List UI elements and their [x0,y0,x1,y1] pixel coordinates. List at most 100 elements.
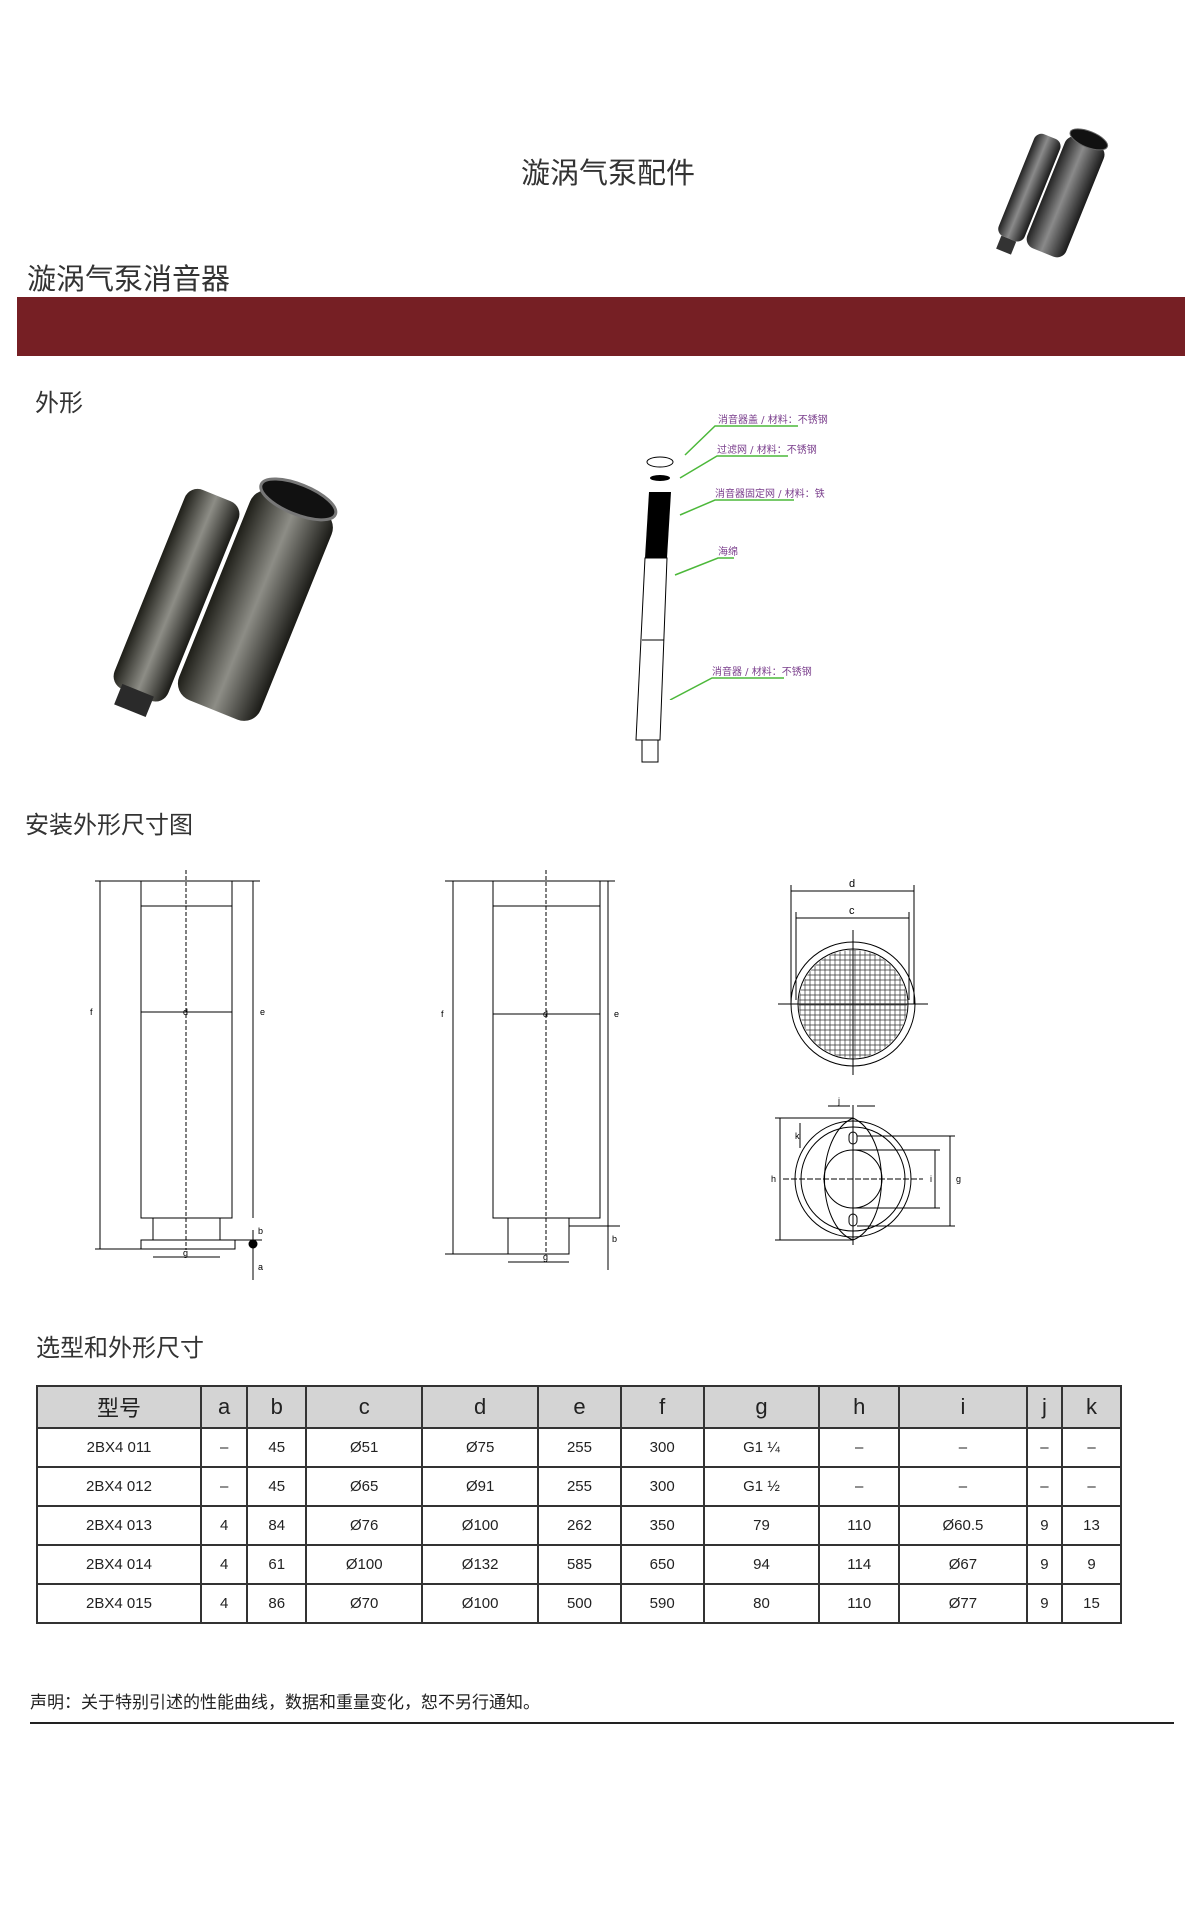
table-cell: 79 [702,1505,821,1546]
table-cell: 9 [1025,1583,1063,1624]
table-cell: 61 [246,1544,308,1585]
table-cell: 4 [199,1505,249,1546]
table-cell: 9 [1060,1544,1123,1585]
column-header: f [619,1385,705,1429]
table-cell: Ø77 [897,1583,1028,1624]
dim-c: c [849,905,855,917]
column-header: e [537,1385,622,1429]
table-cell: 114 [818,1544,900,1585]
table-cell: 350 [619,1505,705,1546]
table-cell: Ø65 [305,1466,424,1507]
table-cell: G1 ½ [702,1466,821,1507]
table-cell: – [897,1466,1028,1507]
table-cell: – [199,1427,249,1468]
table-cell: – [897,1427,1028,1468]
table-cell: 45 [246,1466,308,1507]
exploded-view-drawing [635,456,674,763]
dim-b: b [258,1226,263,1236]
table-cell: – [1060,1466,1123,1507]
dim-i: i [930,1174,932,1184]
table-cell: 2BX4 011 [36,1427,202,1468]
dim-e: e [614,1009,619,1019]
dim-f: f [90,1007,93,1017]
column-header: b [246,1385,308,1429]
column-header: d [421,1385,540,1429]
table-cell: 590 [619,1583,705,1624]
table-cell: 84 [246,1505,308,1546]
table-cell: 500 [537,1583,622,1624]
table-cell: – [818,1466,900,1507]
column-header: h [818,1385,900,1429]
table-cell: 255 [537,1427,622,1468]
table-cell: Ø76 [305,1505,424,1546]
table-cell: 300 [619,1427,705,1468]
table-cell: 262 [537,1505,622,1546]
table-cell: 4 [199,1544,249,1585]
section-appearance: 外形 [35,389,83,417]
leader-lines [669,425,798,700]
page-title: 漩涡气泵配件 [520,156,695,190]
table-cell: Ø132 [421,1544,540,1585]
exploded-label: 海绵 [718,547,738,558]
table-cell: 94 [702,1544,821,1585]
table-cell: Ø67 [897,1544,1028,1585]
exploded-label: 消音器 / 材料：不锈钢 [712,667,812,678]
table-cell: 110 [818,1505,900,1546]
header-band [17,297,1185,356]
divider [30,1722,1174,1724]
dim-d: d [543,1009,548,1019]
product-heading: 漩涡气泵消音器 [27,262,231,296]
table-cell: G1 ¼ [702,1427,821,1468]
column-header: k [1060,1385,1123,1429]
table-cell: 86 [246,1583,308,1624]
table-cell: Ø51 [305,1427,424,1468]
table-cell: 585 [537,1544,622,1585]
dim-h: h [771,1174,776,1184]
column-header: j [1025,1385,1063,1429]
table-cell: 4 [199,1583,249,1624]
table-cell: – [1060,1427,1123,1468]
column-header: i [897,1385,1028,1429]
table-cell: Ø70 [305,1583,424,1624]
exploded-label: 消音器固定网 / 材料：铁 [715,489,825,500]
table-cell: 45 [246,1427,308,1468]
table-cell: 255 [537,1466,622,1507]
dim-k: k [795,1131,800,1141]
table-cell: 300 [619,1466,705,1507]
dim-d: d [849,878,855,890]
table-cell: 2BX4 013 [36,1505,202,1546]
disclaimer: 声明：关于特别引述的性能曲线，数据和重量变化，恕不另行通知。 [30,1693,540,1713]
dim-e: e [260,1007,265,1017]
table-cell: Ø100 [421,1583,540,1624]
dim-d: d [183,1007,188,1017]
table-cell: 13 [1060,1505,1123,1546]
table-cell: Ø100 [421,1505,540,1546]
dim-g: g [183,1248,188,1258]
column-header: c [305,1385,424,1429]
column-header: a [199,1385,249,1429]
dim-g: g [956,1174,961,1184]
table-cell: Ø100 [305,1544,424,1585]
product-photo [113,477,338,721]
dim-f: f [441,1009,444,1019]
dim-b: b [612,1234,617,1244]
dimension-drawings: f e d g b a f e d g b d c h g i j k [90,870,961,1280]
table-cell: – [199,1466,249,1507]
dim-j: j [837,1096,840,1106]
exploded-label: 过滤网 / 材料：不锈钢 [717,445,817,456]
exploded-label: 消音器盖 / 材料：不锈钢 [718,415,828,426]
dim-g: g [543,1252,548,1262]
table-cell: 9 [1025,1505,1063,1546]
table-cell: Ø60.5 [897,1505,1028,1546]
section-install-drawing: 安装外形尺寸图 [25,811,193,839]
table-cell: Ø91 [421,1466,540,1507]
table-cell: 9 [1025,1544,1063,1585]
table-cell: – [1025,1427,1063,1468]
